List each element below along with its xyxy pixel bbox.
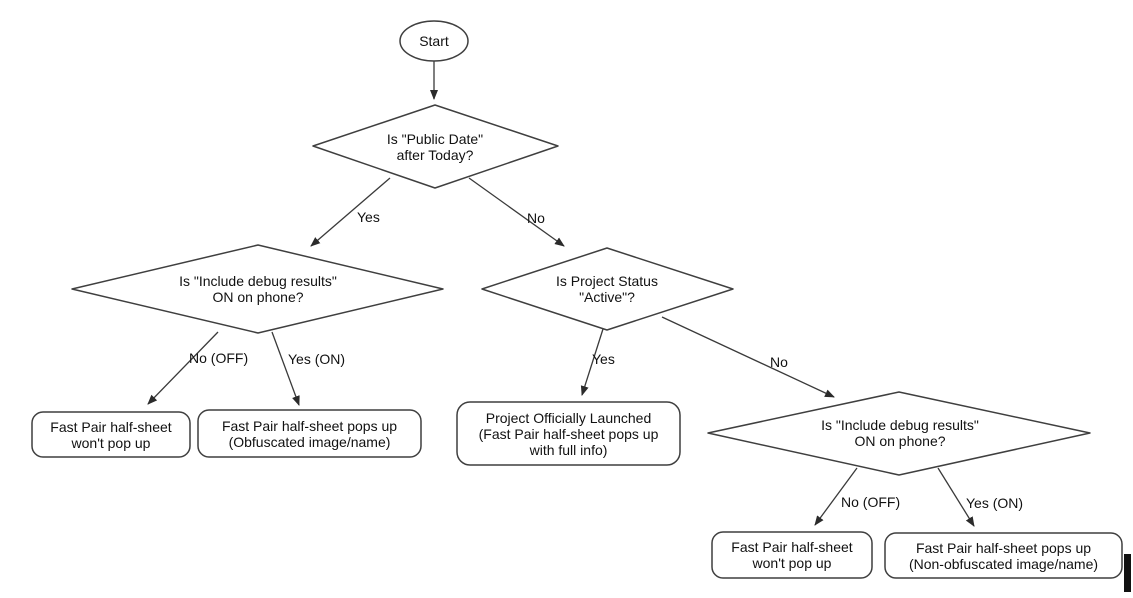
arrow-debug-left-yes xyxy=(271,331,300,406)
decision-debug-right-shape xyxy=(707,391,1091,476)
arrow-debug-right-no xyxy=(814,467,858,526)
terminal-launched-shape xyxy=(456,401,681,466)
terminal-wont-popup-left-shape xyxy=(31,411,191,458)
decision-public-date-shape xyxy=(312,104,559,189)
terminal-wont-popup-right-shape xyxy=(711,531,873,579)
arrow-public-date-no xyxy=(468,177,565,247)
text-cursor xyxy=(1124,554,1131,592)
arrow-project-status-no xyxy=(661,316,835,398)
decision-project-status-shape xyxy=(481,247,734,331)
arrow-debug-left-no xyxy=(147,331,219,405)
terminal-non-obfuscated-shape xyxy=(884,532,1123,579)
decision-debug-left-shape xyxy=(71,244,444,334)
terminal-obfuscated-shape xyxy=(197,409,422,458)
arrow-debug-right-yes xyxy=(937,467,975,527)
arrow-public-date-yes xyxy=(310,177,391,247)
start-node-shape xyxy=(399,20,469,62)
arrow-project-status-yes xyxy=(580,328,604,396)
